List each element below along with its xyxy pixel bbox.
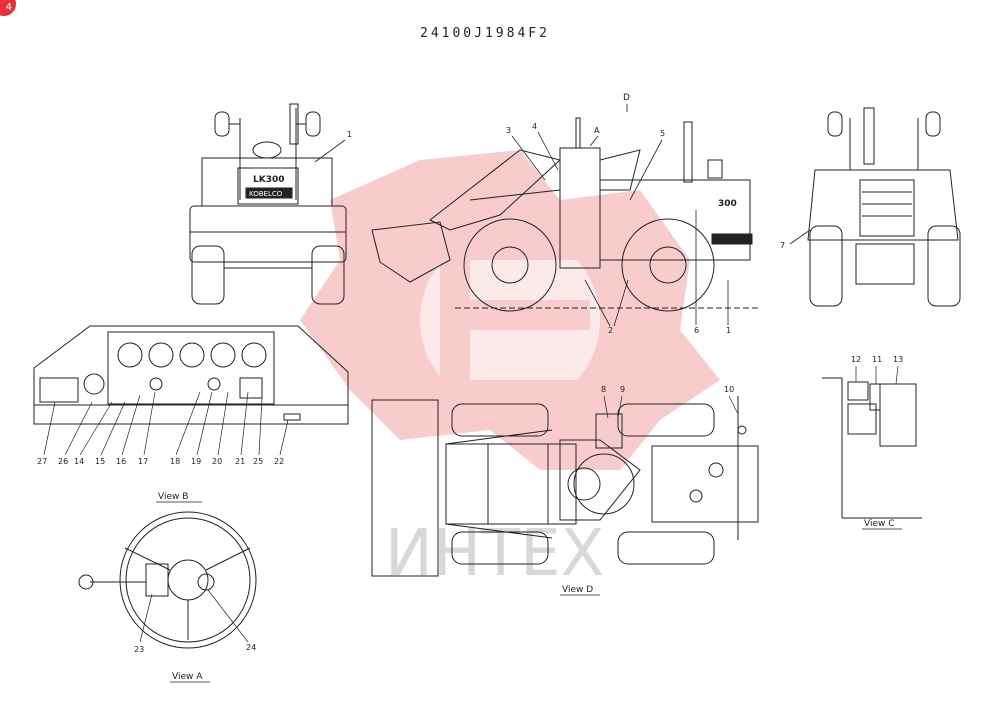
callout-23: 23 <box>134 645 144 654</box>
page-badge: 4 <box>0 0 16 16</box>
view-d-callouts <box>603 395 739 419</box>
view-b <box>33 325 349 425</box>
callout-24: 24 <box>246 643 256 652</box>
decal-model: LK300 <box>253 175 285 185</box>
callout-6: 6 <box>694 326 699 335</box>
side-view: 300 <box>371 117 760 312</box>
view-a <box>78 511 257 649</box>
view-c-label: View C <box>864 519 895 529</box>
callout-10: 10 <box>724 385 734 394</box>
view-d-label: View D <box>562 585 593 595</box>
view-a-label: View A <box>172 672 203 682</box>
callout-22: 22 <box>274 457 284 466</box>
decal-side-model: 300 <box>718 199 737 209</box>
view-c-callouts <box>855 365 899 385</box>
callout-16: 16 <box>116 457 126 466</box>
rear-callouts: 7 <box>780 229 811 250</box>
callout-11: 11 <box>872 355 882 364</box>
callout-2: 2 <box>608 326 613 335</box>
callout-8: 8 <box>601 385 606 394</box>
callout-19: 19 <box>191 457 201 466</box>
callout-1-side: 1 <box>726 326 731 335</box>
view-b-numbers: 27 26 14 15 16 17 18 19 20 21 25 22 <box>37 457 284 466</box>
callout-25: 25 <box>253 457 263 466</box>
view-a-callouts <box>139 589 249 643</box>
front-view: LK300 KOBELCO <box>189 103 347 305</box>
callout-D: D <box>623 93 630 103</box>
rear-view <box>807 107 961 307</box>
callout-27: 27 <box>37 457 47 466</box>
view-b-label: View B <box>158 492 188 502</box>
callout-12: 12 <box>851 355 861 364</box>
callout-1-front: 1 <box>347 130 352 139</box>
callout-4: 4 <box>532 122 537 131</box>
callout-21: 21 <box>235 457 245 466</box>
callout-26: 26 <box>58 457 68 466</box>
callout-3: 3 <box>506 126 511 135</box>
callout-5: 5 <box>660 129 665 138</box>
watermark-text: ИНТЕХ <box>385 517 604 591</box>
callout-20: 20 <box>212 457 222 466</box>
callout-7: 7 <box>780 241 785 250</box>
part-number: 24100J1984F2 <box>420 26 550 41</box>
callout-9: 9 <box>620 385 625 394</box>
view-b-callouts <box>43 391 289 456</box>
view-c <box>822 377 922 519</box>
callout-13: 13 <box>893 355 903 364</box>
view-d <box>371 396 759 577</box>
callout-17: 17 <box>138 457 148 466</box>
callout-18: 18 <box>170 457 180 466</box>
callout-14: 14 <box>74 457 84 466</box>
callout-A: A <box>594 126 600 135</box>
front-callouts: 1 <box>314 130 352 163</box>
decal-brand: KOBELCO <box>249 190 283 198</box>
side-callouts: D 3 4 A 5 2 6 1 <box>506 93 731 335</box>
callout-15: 15 <box>95 457 105 466</box>
